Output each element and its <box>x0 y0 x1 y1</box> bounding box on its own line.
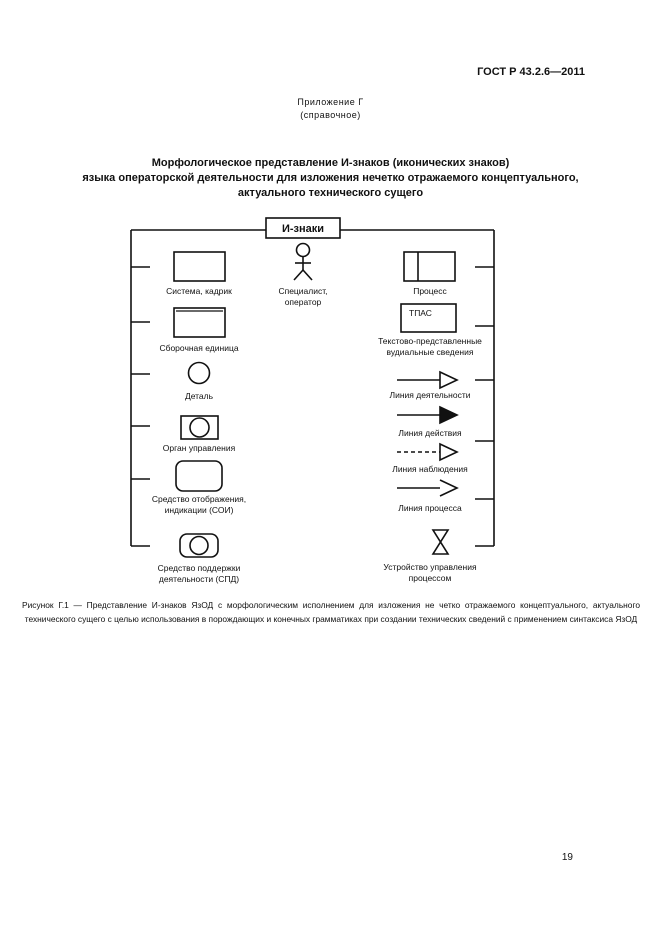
action-line-label: Линия действия <box>398 428 462 438</box>
appendix-heading: Приложение Г (справочное) <box>0 96 661 122</box>
observation-line-icon <box>397 442 459 462</box>
process-control-device-icon <box>431 529 450 555</box>
operator-label: Специалист, <box>278 286 327 296</box>
standard-number: ГОСТ Р 43.2.6—2011 <box>477 66 585 78</box>
display-device-label: индикации (СОИ) <box>165 505 234 515</box>
text-info-label: вудиальные сведения <box>387 347 474 357</box>
process-line-label: Линия процесса <box>398 503 462 513</box>
operator-label: оператор <box>285 297 322 307</box>
process-line-icon <box>397 479 459 497</box>
figure-frame <box>130 229 495 547</box>
figure-label-box <box>265 217 341 239</box>
process-control-device-label: процессом <box>409 573 452 583</box>
activity-support-label: Средство поддержки <box>158 563 241 573</box>
part-label: Деталь <box>185 391 214 401</box>
part-icon <box>187 361 211 385</box>
assembly-unit-label: Сборочная единица <box>159 343 238 353</box>
activity-line-label: Линия деятельности <box>390 390 471 400</box>
control-organ-label: Орган управления <box>163 443 236 453</box>
control-organ-icon <box>180 415 219 440</box>
text-info-icon-text: ТПАС <box>409 308 432 318</box>
operator-icon <box>293 242 313 281</box>
system-icon <box>173 251 226 282</box>
activity-support-icon <box>179 533 219 558</box>
title-line: Морфологическое представление И-знаков (… <box>151 157 510 169</box>
process-icon <box>403 251 456 282</box>
page-number: 19 <box>561 852 573 863</box>
assembly-unit-icon <box>173 307 226 338</box>
observation-line-label: Линия наблюдения <box>392 464 468 474</box>
system-label: Система, кадрик <box>166 286 232 296</box>
title-line: языка операторской деятельности для изло… <box>82 172 579 184</box>
text-info-icon <box>400 303 457 333</box>
display-device-label: Средство отображения, <box>152 494 246 504</box>
figure-label: И-знаки <box>282 223 324 235</box>
action-line-icon <box>397 405 459 425</box>
activity-line-icon <box>397 370 459 390</box>
figure-caption: Рисунок Г.1 — Представление И-знаков ЯзО… <box>22 600 640 624</box>
appendix-name: Приложение Г <box>297 97 364 107</box>
process-label: Процесс <box>413 286 447 296</box>
display-device-icon <box>175 460 223 492</box>
activity-support-label: деятельности (СПД) <box>159 574 239 584</box>
appendix-type: (справочное) <box>300 110 361 120</box>
process-control-device-label: Устройство управления <box>383 562 477 572</box>
title-line: актуального технического сущего <box>237 187 424 199</box>
document-title: Морфологическое представление И-знаков (… <box>40 156 621 201</box>
text-info-label: Текстово-представленные <box>378 336 482 346</box>
